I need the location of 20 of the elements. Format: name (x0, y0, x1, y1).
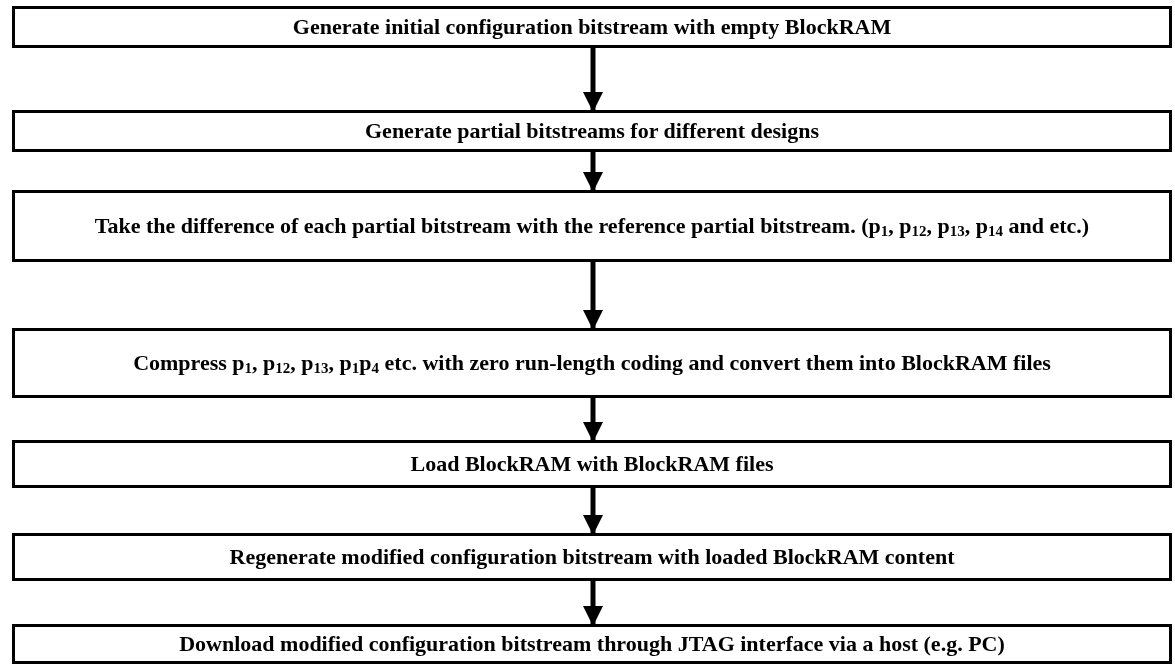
process-box (12, 190, 1172, 262)
step-text: Generate initial configuration bitstream with empty BlockRAM (292, 14, 892, 40)
step-text: Load BlockRAM with BlockRAM files (410, 451, 774, 477)
process-box (12, 328, 1172, 398)
process-box (12, 533, 1172, 581)
process-box (12, 6, 1172, 48)
arrow (583, 581, 603, 626)
step-text: Generate partial bitstreams for different designs (365, 118, 819, 144)
arrow (583, 488, 603, 535)
step-text: Download modified configuration bitstream through JTAG interface via a host (e.g. PC) (179, 631, 1005, 657)
arrow (583, 398, 603, 442)
process-box (12, 440, 1172, 488)
step-text: Compress p$_{1}$, p$_{12}$, p$_{13}$, p$_{1}$p$_{4}$ etc. with zero run-length coding and convert them into BlockRAM files (133, 350, 1051, 376)
process-box (12, 624, 1172, 664)
process-box (12, 110, 1172, 152)
arrow (583, 262, 603, 330)
step-text: Regenerate modified configuration bitstream with loaded BlockRAM content (229, 544, 955, 570)
arrow (583, 152, 603, 192)
arrow (583, 48, 603, 112)
step-text: Take the difference of each partial bitstream with the reference partial bitstream. (p$_{1}$, p$_{12}$, p$_{13}$, p$_{14}$ and etc.) (94, 213, 1090, 239)
